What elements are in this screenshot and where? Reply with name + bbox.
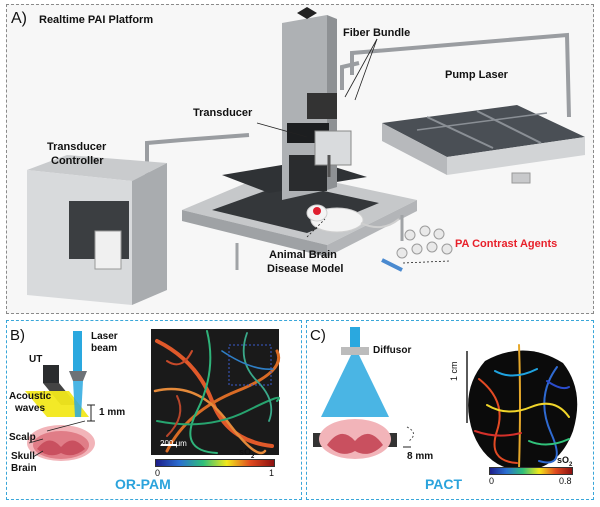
scale-bar-label: 200 μm <box>160 439 187 448</box>
or-pam-schematic <box>25 329 280 461</box>
pact-colorbar-max: 0.8 <box>559 476 572 486</box>
panel-a-title: Realtime PAI Platform <box>39 14 154 26</box>
panel-c-pact: C) Diffusor 8 mm 1 cm sO2 0 0.8 PACT <box>306 320 594 500</box>
pump-laser-illustration <box>382 105 585 184</box>
acoustic-waves <box>25 391 89 417</box>
animal-model-label-line-2: Disease Model <box>267 263 344 275</box>
transducer-label: Transducer <box>193 107 253 119</box>
pact-so2-label: sO2 <box>557 455 573 468</box>
laser-label-line-2: beam <box>91 343 118 354</box>
ut-block <box>43 365 59 383</box>
brain-label: Brain <box>11 463 37 474</box>
platform-illustration <box>27 7 585 305</box>
pact-scale-label: 1 cm <box>449 361 459 381</box>
panel-c-letter: C) <box>310 327 326 344</box>
so2-colorbar <box>155 459 275 467</box>
laser-label-line-1: Laser <box>91 331 118 342</box>
fiber-bundle-label: Fiber Bundle <box>343 27 411 39</box>
tower-illustration <box>282 7 352 200</box>
pact-colorbar-min: 0 <box>489 476 495 486</box>
diffusor-label: Diffusor <box>373 345 412 356</box>
diffusor-plate <box>341 347 369 355</box>
depth-label-pact: 8 mm <box>407 451 434 462</box>
animal-model-label-line-1: Animal Brain <box>269 249 337 261</box>
acoustic-label-line-1: Acoustic <box>9 391 52 402</box>
or-pam-label: OR-PAM <box>115 476 171 492</box>
diffused-beam <box>321 355 389 417</box>
panel-b-letter: B) <box>10 327 25 344</box>
colorbar-min: 0 <box>155 468 161 478</box>
laser-beam <box>73 331 82 371</box>
pact-head <box>319 419 391 459</box>
controller-label-line-2: Controller <box>51 155 104 167</box>
panel-a-letter: A) <box>11 10 27 27</box>
acoustic-label-line-2: waves <box>15 403 46 414</box>
panel-b-or-pam: B) UT Laser beam Acoustic waves 1 mm Sca… <box>6 320 302 500</box>
pact-schematic <box>313 327 578 471</box>
controller-label-line-1: Transducer <box>47 141 107 153</box>
panel-a-platform: A) Realtime PAI Platform Fiber Bundle Pu… <box>6 4 594 314</box>
colorbar-max: 1 <box>269 468 275 478</box>
pa-contrast-agents-label: PA Contrast Agents <box>455 238 558 250</box>
contrast-agents-illustration <box>381 225 453 272</box>
pact-so2-colorbar <box>489 467 573 475</box>
pump-laser-label: Pump Laser <box>445 69 508 81</box>
scalp-label: Scalp <box>9 432 36 443</box>
pact-label: PACT <box>425 476 463 492</box>
ut-label: UT <box>29 354 43 365</box>
animal-illustration <box>306 204 400 233</box>
transducer-controller-illustration <box>27 155 167 305</box>
skull-label: Skull <box>11 451 35 462</box>
depth-label: 1 mm <box>99 407 126 418</box>
so2-label: sO2 <box>239 447 255 460</box>
